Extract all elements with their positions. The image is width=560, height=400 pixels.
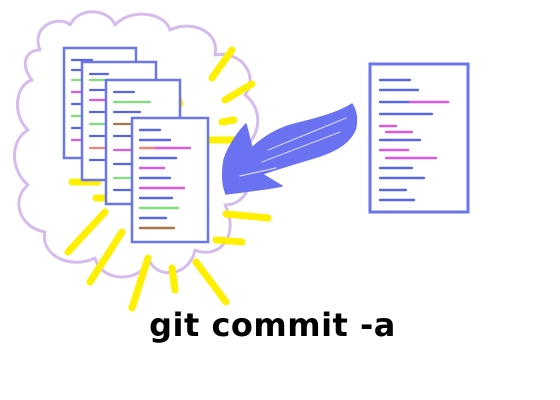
committed-pages-stack <box>62 46 210 244</box>
yellow-glow-rays <box>64 46 272 312</box>
command-caption: git commit -a <box>149 306 396 344</box>
arrow-brush-texture <box>239 117 347 177</box>
working-file-page <box>368 62 470 214</box>
front-page <box>130 116 210 244</box>
commit-arrow-icon <box>221 103 358 195</box>
